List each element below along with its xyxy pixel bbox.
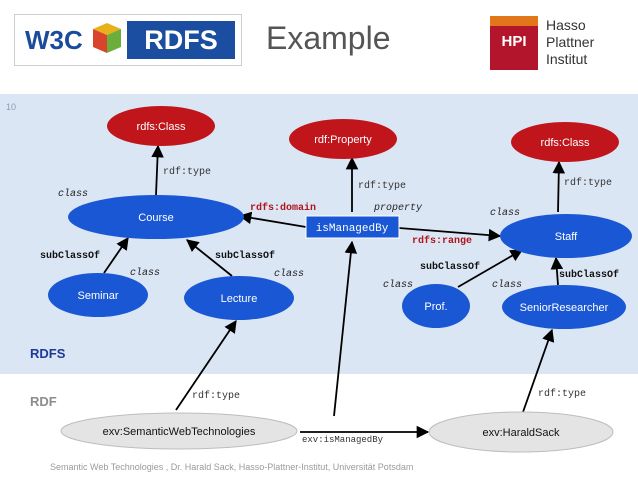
hpi-name-line-1: Hasso [546, 17, 586, 33]
edge-senior-subclass [550, 256, 564, 286]
node-semantic-web-technologies: exv:SemanticWebTechnologies [60, 412, 298, 450]
label-range: rdfs:range [412, 235, 472, 247]
node-rdfs-class-course: rdfs:Class [107, 106, 215, 146]
svg-text:Staff: Staff [555, 231, 578, 243]
svg-text:isManagedBy: isManagedBy [316, 223, 389, 235]
svg-text:SeniorResearcher: SeniorResearcher [520, 302, 609, 314]
node-rdfs-class-staff: rdfs:Class [511, 122, 619, 162]
node-lecture: Lecture [184, 276, 294, 320]
edge-semweb-type-lecture [175, 319, 237, 411]
page-number: 10 [6, 102, 17, 112]
edge-harald-type-senior [522, 328, 555, 413]
edges [103, 144, 566, 439]
hpi-stripe [490, 16, 538, 26]
label-type-staff: rdf:type [564, 177, 612, 189]
label-property-tag: property [373, 203, 423, 214]
layer-label-rdfs: RDFS [30, 346, 66, 361]
svg-text:Seminar: Seminar [78, 290, 119, 302]
svg-text:exv:HaraldSack: exv:HaraldSack [482, 427, 560, 439]
slide-footer: Semantic Web Technologies , Dr. Harald S… [50, 462, 414, 472]
node-harald-sack: exv:HaraldSack [428, 411, 614, 453]
node-rdf-property: rdf:Property [289, 119, 397, 159]
edge-lecture-subclass [186, 239, 233, 277]
svg-text:rdf:Property: rdf:Property [314, 134, 372, 146]
hpi-name-line-2: Plattner [546, 34, 595, 50]
svg-text:Lecture: Lecture [221, 293, 258, 305]
label-type-property: rdf:type [358, 180, 406, 192]
label-class-staff: class [490, 207, 520, 219]
label-class-lecture: class [274, 268, 304, 280]
svg-text:exv:SemanticWebTechnologies: exv:SemanticWebTechnologies [103, 426, 256, 438]
edge-range [398, 227, 502, 242]
label-subclass-senior: subClassOf [559, 269, 619, 281]
label-type-lecture: rdf:type [192, 390, 240, 402]
hpi-logo-graphic: HPI Hasso Plattner Institut [490, 16, 595, 70]
slide-title: Example [266, 20, 391, 56]
node-seminar: Seminar [48, 273, 148, 317]
edge-course-type-class [151, 144, 164, 196]
hpi-logo: HPI Hasso Plattner Institut [490, 14, 620, 74]
w3c-logo-graphic: W3C RDFS [25, 21, 235, 59]
layer-label-rdf: RDF [30, 394, 57, 409]
edge-staff-type-class [552, 160, 566, 213]
cube-icon [93, 23, 121, 53]
node-senior-researcher: SeniorResearcher [502, 285, 626, 329]
label-subclass-seminar: subClassOf [40, 250, 100, 262]
svg-text:rdfs:Class: rdfs:Class [137, 121, 186, 133]
svg-text:rdfs:Class: rdfs:Class [541, 137, 590, 149]
edge-seminar-subclass [103, 236, 129, 274]
node-prof: Prof. [402, 284, 470, 328]
node-staff: Staff [500, 214, 632, 258]
label-domain: rdfs:domain [250, 202, 316, 214]
edge-instance-managedby-property [333, 240, 358, 417]
label-subclass-prof: subClassOf [420, 261, 480, 273]
w3c-wordmark: W3C [25, 25, 83, 55]
node-course: Course [68, 195, 244, 239]
node-ismanagedby: isManagedBy [305, 215, 400, 239]
label-subclass-lecture: subClassOf [215, 250, 275, 262]
svg-text:Course: Course [138, 212, 173, 224]
edge-labels: rdf:type rdf:type rdf:type rdfs:domain r… [40, 166, 619, 445]
label-type-senior: rdf:type [538, 388, 586, 400]
hpi-mark: HPI [501, 33, 526, 50]
label-type-course: rdf:type [163, 166, 211, 178]
label-class-prof: class [383, 279, 413, 291]
slide-header: W3C RDFS Example HPI Hasso Plattner Inst… [0, 0, 638, 88]
label-managed-by-instance: exv:isManagedBy [302, 435, 384, 445]
label-class-course: class [58, 188, 88, 200]
svg-text:Prof.: Prof. [424, 301, 447, 313]
rdfs-badge-bg [127, 21, 235, 59]
label-class-seminar: class [130, 267, 160, 279]
edge-domain [238, 211, 307, 228]
rdfs-badge-text: RDFS [144, 25, 218, 55]
label-class-senior: class [492, 279, 522, 291]
w3c-rdfs-logo: W3C RDFS [14, 14, 242, 66]
hpi-name-line-3: Institut [546, 51, 587, 67]
edge-prof-subclass [457, 249, 524, 288]
